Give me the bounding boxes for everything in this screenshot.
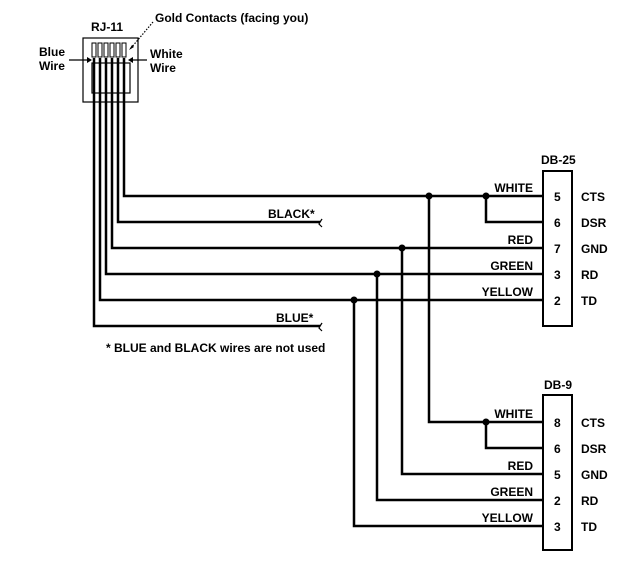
db25-wire-label: GREEN <box>490 259 533 273</box>
db9-pin-number: 3 <box>554 520 561 534</box>
arrow-left-icon <box>128 57 133 63</box>
db9-connector: DB-9 WHITE RED GREEN YELLOW 8 6 5 2 3 CT… <box>482 378 608 551</box>
wire-red-db9 <box>400 248 543 476</box>
db25-title: DB-25 <box>541 153 576 167</box>
wire-green <box>104 58 543 276</box>
contact <box>103 42 109 58</box>
db9-wire-label: RED <box>508 459 534 473</box>
db9-signal: TD <box>581 520 597 534</box>
contact <box>121 42 127 58</box>
db25-body <box>542 170 573 327</box>
wire-yellow-db9 <box>352 300 543 528</box>
footnote: * BLUE and BLACK wires are not used <box>106 341 325 355</box>
db9-pin-number: 5 <box>554 468 561 482</box>
junction-dot <box>482 418 490 426</box>
db9-pin-number: 8 <box>554 416 561 430</box>
db25-pin-number: 3 <box>554 268 561 282</box>
junction-dot <box>425 192 433 200</box>
db25-signal: TD <box>581 294 597 308</box>
db25-pin-number: 2 <box>554 294 561 308</box>
rj11-connector: RJ-11 Gold Contacts (facing you) Blue Wi… <box>39 11 308 103</box>
db9-signal: CTS <box>581 416 605 430</box>
db25-connector: DB-25 WHITE RED GREEN YELLOW 5 6 7 3 2 C… <box>482 153 608 327</box>
db25-signal: GND <box>581 242 608 256</box>
wire-white <box>122 58 543 198</box>
db9-signal: DSR <box>581 442 607 456</box>
gold-contacts-label: Gold Contacts (facing you) <box>155 11 308 25</box>
white-wire-label-1: White <box>150 47 183 61</box>
rj11-body <box>82 37 139 103</box>
db9-title: DB-9 <box>544 378 572 392</box>
contact <box>115 42 121 58</box>
contact <box>97 42 103 58</box>
db25-wire-label: WHITE <box>494 181 533 195</box>
gold-contacts-pointer <box>130 21 154 49</box>
wires <box>92 58 543 528</box>
db9-cts-dsr-jumper <box>484 422 543 450</box>
wire-white-db9 <box>427 196 543 424</box>
db25-signal: CTS <box>581 190 605 204</box>
pointer-arrowhead-icon <box>129 45 134 50</box>
white-wire-label-2: Wire <box>150 61 176 75</box>
db25-pin-number: 6 <box>554 216 561 230</box>
contact <box>91 42 97 58</box>
black-wire-end-icon <box>318 218 323 228</box>
db9-pin-number: 6 <box>554 442 561 456</box>
junction-dot <box>398 244 406 252</box>
wire-red <box>110 58 543 250</box>
db9-signal: GND <box>581 468 608 482</box>
db9-wire-label: YELLOW <box>482 511 534 525</box>
blue-wire-label-1: Blue <box>39 45 65 59</box>
wire-blue <box>92 58 320 328</box>
db9-signal: RD <box>581 494 599 508</box>
junction-dot <box>350 296 358 304</box>
db25-pin-number: 7 <box>554 242 561 256</box>
black-wire-label: BLACK* <box>268 207 315 221</box>
junction-dot <box>373 270 381 278</box>
blue-wire-end-icon <box>318 322 323 332</box>
db9-pin-number: 2 <box>554 494 561 508</box>
db9-wire-label: GREEN <box>490 485 533 499</box>
blue-wire-label: BLUE* <box>276 311 314 325</box>
contact <box>109 42 115 58</box>
rj11-title: RJ-11 <box>91 20 123 34</box>
db25-wire-label: RED <box>508 233 534 247</box>
blue-wire-label-2: Wire <box>39 59 65 73</box>
db25-wire-label: YELLOW <box>482 285 534 299</box>
db9-wire-label: WHITE <box>494 407 533 421</box>
db25-cts-dsr-jumper <box>484 196 543 224</box>
wire-yellow <box>98 58 543 302</box>
arrow-right-icon <box>87 57 92 63</box>
wire-green-db9 <box>375 274 543 502</box>
rj11-contacts <box>91 42 127 58</box>
db9-body <box>542 394 573 551</box>
db25-pin-number: 5 <box>554 190 561 204</box>
db25-signal: RD <box>581 268 599 282</box>
db25-signal: DSR <box>581 216 607 230</box>
wire-black <box>116 58 320 224</box>
junction-dot <box>482 192 490 200</box>
